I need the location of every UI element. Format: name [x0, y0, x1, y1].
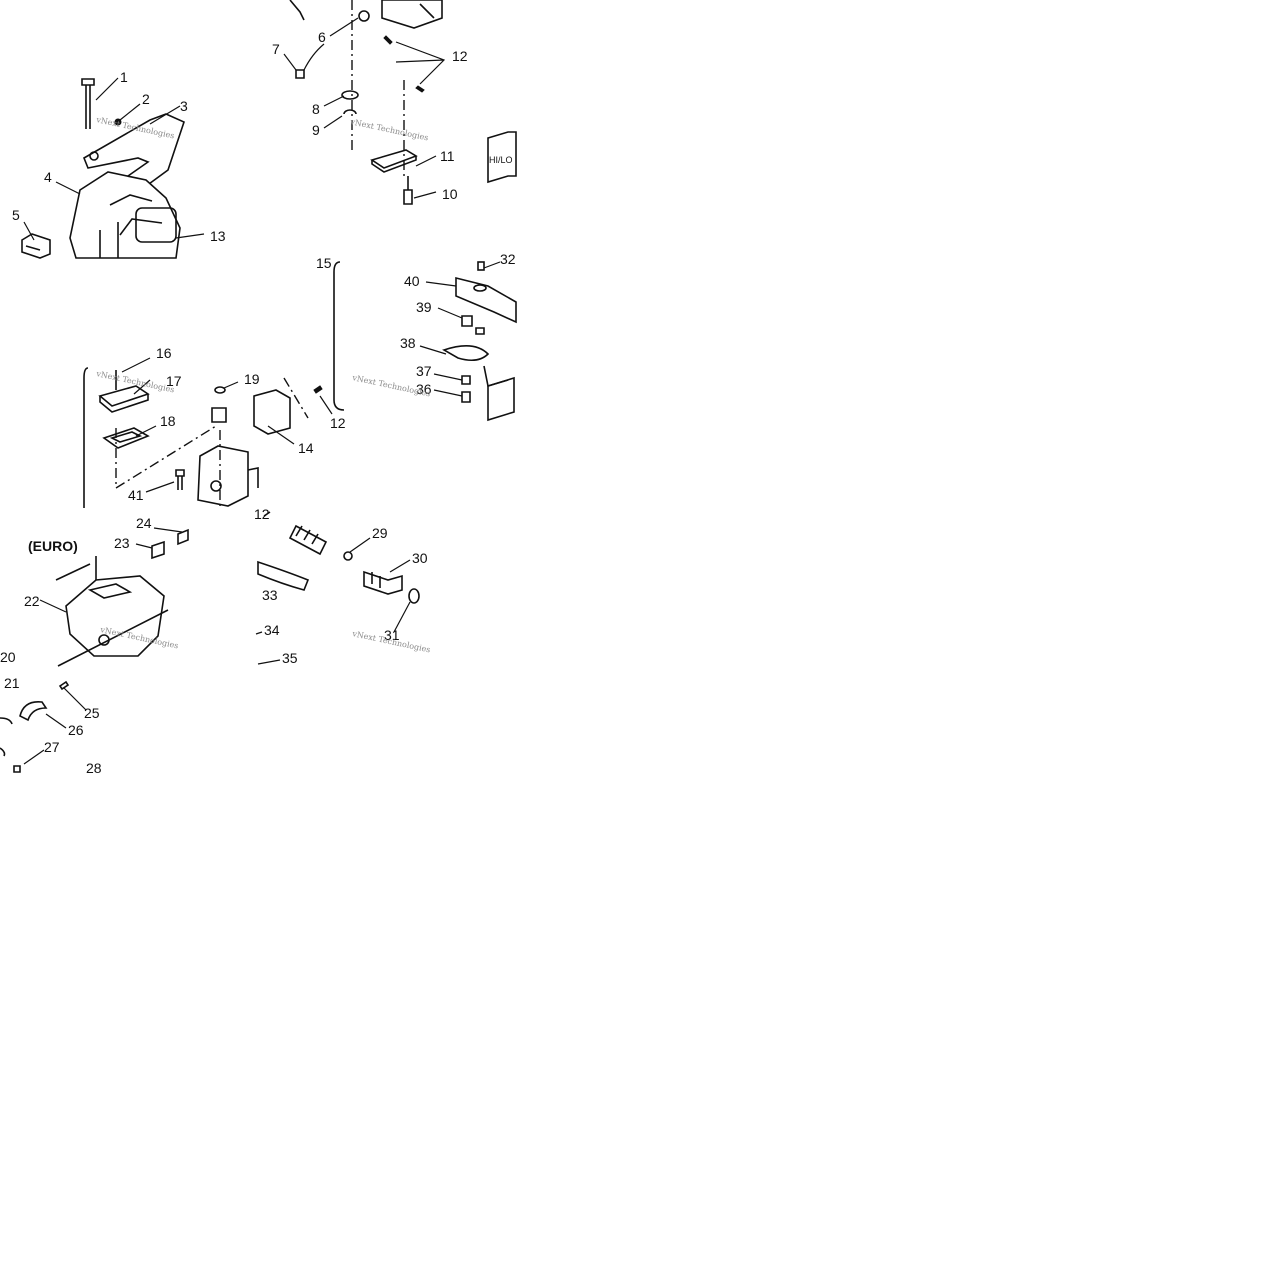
piston-part	[363, 570, 403, 595]
panel-top: HI/LO	[21, 0, 517, 259]
callout-27: 27	[44, 739, 60, 755]
callout-16: 16	[156, 345, 172, 361]
callout-9: 9	[312, 122, 320, 138]
callout-12b: 12	[330, 415, 346, 431]
callout-39: 39	[416, 299, 432, 315]
callout-18: 18	[160, 413, 176, 429]
panel-middle	[83, 261, 517, 510]
callout-19: 19	[244, 371, 260, 387]
callout-22: 22	[24, 593, 40, 609]
upper-bracket-part	[381, 0, 443, 29]
callout-36: 36	[416, 381, 432, 397]
callout-21: 21	[4, 675, 20, 691]
callout-7: 7	[272, 41, 280, 57]
watermark-2: vNext Technologies	[349, 117, 430, 143]
callout-24: 24	[136, 515, 152, 531]
callout-25: 25	[84, 705, 100, 721]
callout-29: 29	[372, 525, 388, 541]
spring-part	[461, 315, 473, 327]
callout-15: 15	[316, 255, 332, 271]
callout-11: 11	[440, 148, 455, 164]
bolt-part	[81, 78, 95, 129]
nut7-part	[295, 69, 305, 79]
brake-lever-part	[257, 560, 310, 591]
fitting-part	[151, 540, 165, 560]
callout-31: 31	[384, 627, 400, 643]
callout-32: 32	[500, 251, 516, 267]
block-part	[21, 233, 51, 259]
callout-8: 8	[312, 101, 320, 117]
bolt10-part	[403, 189, 413, 205]
euro-master-cylinder-part	[65, 575, 165, 657]
callout-41: 41	[128, 487, 144, 503]
diaphragm-part	[102, 427, 150, 449]
lever-bracket-part	[455, 276, 517, 324]
reservoir-part	[211, 407, 227, 423]
svg-text:HI/LO: HI/LO	[489, 155, 513, 165]
callout-3: 3	[180, 98, 188, 114]
callout-12c: 12	[254, 506, 270, 522]
panel-lower	[0, 511, 420, 773]
callout-23: 23	[114, 535, 130, 551]
callout-26: 26	[68, 722, 84, 738]
cam-part	[442, 345, 490, 362]
o-ring-part	[408, 588, 420, 604]
washer-part	[341, 90, 359, 100]
callout-33: 33	[262, 587, 278, 603]
callout-labels: 1 2 3 4 5 6 7 8 9 10 11 12 12 12 13 14 1…	[0, 29, 516, 776]
spring-28-part	[288, 524, 328, 556]
callout-12a: 12	[452, 48, 468, 64]
callout-30: 30	[412, 550, 428, 566]
leader-lines	[23, 17, 501, 765]
callout-34: 34	[264, 622, 280, 638]
callout-4: 4	[44, 169, 52, 185]
callout-13: 13	[210, 228, 226, 244]
callout-35: 35	[282, 650, 298, 666]
bracket-brace	[333, 261, 345, 411]
nut-part	[114, 118, 122, 126]
callout-28: 28	[86, 760, 102, 776]
callout-5: 5	[12, 207, 20, 223]
callout-40: 40	[404, 273, 420, 289]
housing-part	[69, 171, 181, 259]
plate-part	[370, 149, 418, 169]
callout-14: 14	[298, 440, 314, 456]
bolt41-part	[175, 469, 185, 477]
callout-37: 37	[416, 363, 432, 379]
callout-10: 10	[442, 186, 458, 202]
callout-6: 6	[318, 29, 326, 45]
clip-part	[343, 109, 357, 115]
hi-lo-switch: HI/LO	[487, 131, 517, 184]
master-cylinder-part	[197, 445, 249, 507]
clamp-part	[19, 700, 48, 722]
euro-section-label: (EURO)	[28, 538, 78, 554]
callout-20: 20	[0, 649, 16, 665]
callout-17: 17	[166, 373, 182, 389]
callout-1: 1	[120, 69, 128, 85]
callout-38: 38	[400, 335, 416, 351]
callout-2: 2	[142, 91, 150, 107]
